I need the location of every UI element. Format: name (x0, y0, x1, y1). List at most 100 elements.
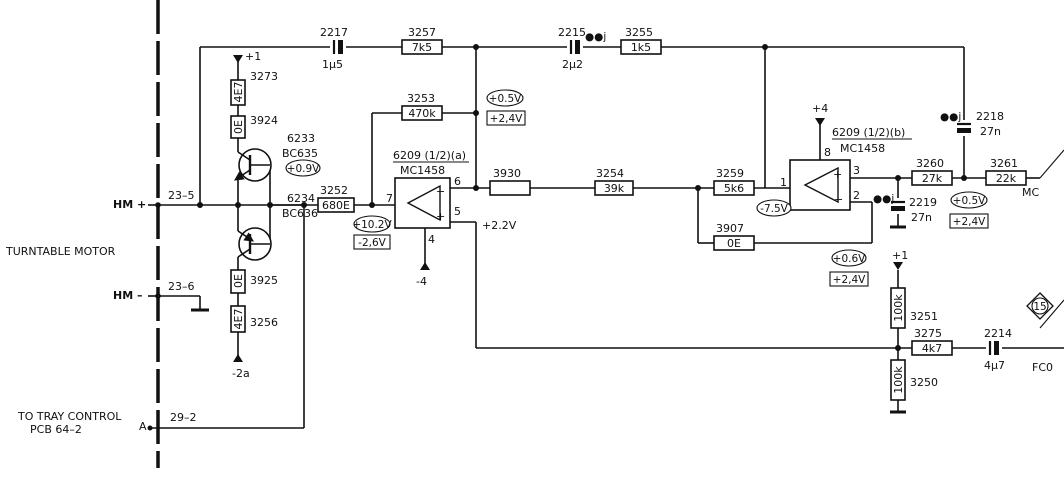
connector-a-label: A (139, 420, 147, 433)
pin4-label: 4 (428, 233, 435, 246)
plus1-bottom-label: +1 (892, 249, 908, 262)
r3273-ref: 3273 (250, 70, 278, 83)
svg-text:+: + (436, 210, 445, 223)
pin8-label: 8 (824, 146, 831, 159)
q6233-ref: 6233 (287, 132, 315, 145)
resistor-3253: 470k 3253 (401, 92, 443, 121)
v-0-5-b: +0.5V (953, 195, 986, 207)
mc-output-label: MC (1022, 186, 1039, 199)
r3260-value: 27k (922, 172, 943, 185)
r3275-value: 4k7 (922, 342, 942, 355)
junction-dots (197, 44, 967, 351)
minus2a-label: -2a (232, 367, 250, 380)
resistor-3256: 4E7 3256 (230, 305, 278, 333)
capacitor-2217: 2217 1µ5 (320, 26, 348, 71)
r3930-ref: 3930 (493, 167, 521, 180)
voltage-tag-2-6: -2,6V (353, 234, 391, 250)
r3252-value: 680E (322, 199, 350, 212)
supply-minus4: -4 (416, 262, 430, 288)
resistor-3251: 100k 3251 (890, 287, 938, 329)
c2214-value: 4µ7 (984, 359, 1005, 372)
v-2-2-label: +2.2V (482, 219, 517, 232)
r3257-value: 7k5 (412, 41, 432, 54)
fco-label: FC0 (1032, 361, 1053, 374)
opamp-6209a: − + 7 6 5 4 6209 (1/2)(a) MC1458 +2.2V (386, 149, 517, 246)
transistor-6234: 6234 BC636 (237, 192, 318, 261)
resistor-3254: 39k 3254 (594, 167, 634, 196)
c2214-ref: 2214 (984, 327, 1012, 340)
voltage-tag-0-5-a: +0.5V (486, 89, 524, 107)
r3260-ref: 3260 (916, 157, 944, 170)
resistor-3255: 1k5 3255 (620, 26, 662, 55)
r3250-value: 100k (892, 366, 905, 394)
resistor-3250: 100k 3250 (890, 359, 938, 401)
voltage-tag-q-emitter: +0.9V (285, 159, 321, 177)
q6234-ref: 6234 (287, 192, 315, 205)
pin5-label: 5 (454, 205, 461, 218)
c2215-marker: ●●j (585, 31, 606, 43)
resistor-3261: 22k 3261 MC (985, 157, 1039, 199)
r3257-ref: 3257 (408, 26, 436, 39)
capacitor-2218: ●●j 2218 27n (940, 110, 1004, 138)
r3251-value: 100k (892, 294, 905, 322)
v-q-emitter: +0.9V (287, 163, 320, 175)
v-2-4-a: +2,4V (490, 113, 523, 125)
r3907-ref: 3907 (716, 222, 744, 235)
resistor-3924: 0E 3924 (230, 114, 278, 139)
q6233-type: BC635 (282, 147, 318, 160)
pin2-label: 2 (853, 189, 860, 202)
supply-minus2a: -2a (232, 348, 250, 380)
turntable-motor-label: TURNTABLE MOTOR (5, 245, 116, 258)
hm-minus-label: HM – (113, 289, 142, 302)
r3273-value: 4E7 (232, 82, 245, 103)
capacitor-2214: 2214 4µ7 (984, 327, 1012, 372)
v-0-5-a: +0.5V (489, 93, 522, 105)
fco-output: FC0 (1032, 361, 1053, 374)
pin6-label: 6 (454, 175, 461, 188)
r3251-ref: 3251 (910, 310, 938, 323)
v-10-2: +10.2V (352, 219, 392, 231)
supply-plus1-top: +1 (233, 50, 261, 70)
capacitor-2219: ●●j 2219 27n (873, 193, 937, 224)
resistor-3275: 4k7 3275 (911, 327, 953, 356)
pin7-label: 7 (386, 192, 393, 205)
resistor-3252: 680E 3252 (317, 184, 355, 213)
c2219-marker: ●●j (873, 193, 894, 205)
resistor-3257: 7k5 3257 (401, 26, 443, 55)
r3255-ref: 3255 (625, 26, 653, 39)
transistor-6233: 6233 BC635 (234, 132, 318, 182)
r3254-ref: 3254 (596, 167, 624, 180)
plus1-top-label: +1 (245, 50, 261, 63)
supply-plus4: +4 (812, 102, 828, 126)
ic-a-ref: 6209 (1/2)(a) (393, 149, 466, 162)
r3261-value: 22k (996, 172, 1017, 185)
hm-plus-label: HM + (113, 198, 146, 211)
r3924-ref: 3924 (250, 114, 278, 127)
c2219-ref: 2219 (909, 196, 937, 209)
pin3-label: 3 (853, 164, 860, 177)
r3253-value: 470k (408, 107, 436, 120)
ic-b-ref: 6209 (1/2)(b) (832, 126, 905, 139)
c2218-marker: ●●j (940, 111, 961, 123)
r3252-ref: 3252 (320, 184, 348, 197)
c2219-value: 27n (911, 211, 932, 224)
svg-text:−: − (834, 193, 843, 206)
voltage-tag-10-2: +10.2V (352, 215, 392, 233)
r3907-value: 0E (727, 237, 741, 250)
c2217-ref: 2217 (320, 26, 348, 39)
resistor-3907: 0E 3907 (713, 222, 755, 251)
c2215-value: 2µ2 (562, 58, 583, 71)
r3250-ref: 3250 (910, 376, 938, 389)
marker-15-label: 15 (1033, 301, 1046, 313)
resistor-3273: 4E7 3273 (230, 70, 278, 106)
voltage-tag-2-4-a: +2,4V (486, 110, 526, 126)
pin-23-5-label: 23–5 (168, 189, 195, 202)
r3256-value: 4E7 (232, 309, 245, 330)
c2215-ref: 2215 (558, 26, 586, 39)
resistor-3259: 5k6 3259 (713, 167, 755, 196)
r3275-ref: 3275 (914, 327, 942, 340)
marker-15-diamond: 15 (1026, 292, 1054, 320)
r3261-ref: 3261 (990, 157, 1018, 170)
r3259-ref: 3259 (716, 167, 744, 180)
